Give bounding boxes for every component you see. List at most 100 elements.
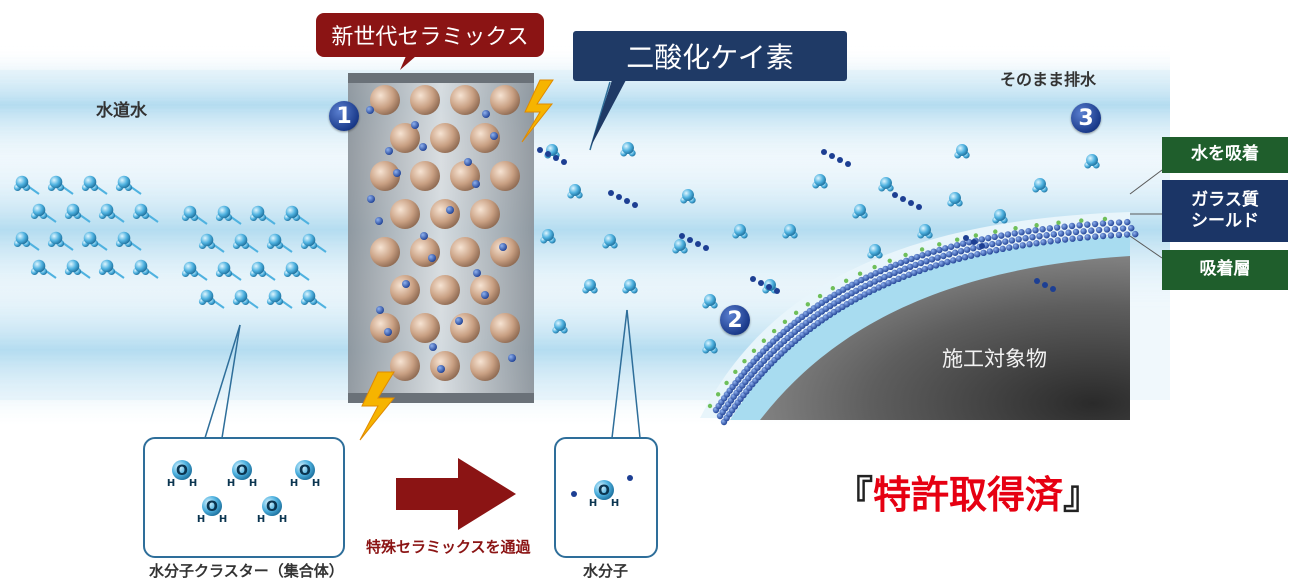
adsorbed-particle bbox=[793, 310, 799, 316]
silica-particle bbox=[376, 306, 384, 314]
shield-bead bbox=[880, 282, 887, 289]
oxygen-atom bbox=[83, 231, 97, 245]
oxygen-atom bbox=[32, 259, 46, 273]
shield-bead bbox=[1046, 225, 1054, 232]
silica-particle bbox=[687, 237, 693, 243]
adsorbed-particle bbox=[843, 278, 849, 283]
shield-bead bbox=[1084, 221, 1091, 228]
shield-bead bbox=[974, 251, 981, 258]
shield-bead bbox=[936, 246, 943, 254]
silica-particle bbox=[900, 196, 906, 202]
glass-shield-layer bbox=[707, 216, 1139, 426]
shield-bead bbox=[995, 239, 1002, 247]
shield-bead bbox=[947, 243, 955, 250]
shield-bead bbox=[1025, 227, 1032, 235]
pass-ceramics-caption: 特殊セラミックスを通過 bbox=[366, 538, 531, 556]
shield-bead bbox=[961, 253, 969, 261]
shield-bead bbox=[934, 254, 941, 261]
shield-bead bbox=[985, 234, 992, 242]
adsorbed-particle bbox=[887, 258, 892, 263]
shield-bead bbox=[1018, 229, 1025, 236]
step-1-badge: 1 bbox=[329, 101, 359, 131]
shield-bead bbox=[938, 260, 945, 267]
shield-bead bbox=[1054, 237, 1062, 244]
ceramic-bead bbox=[490, 313, 520, 343]
silica-particle bbox=[892, 192, 898, 198]
silica-particle bbox=[750, 276, 756, 282]
silica-particle bbox=[979, 243, 985, 249]
silicon-dioxide-callout: 二酸化ケイ素 bbox=[573, 31, 847, 81]
shield-bead bbox=[1107, 219, 1115, 227]
shield-bead bbox=[1061, 236, 1069, 243]
oxygen-atom bbox=[134, 259, 148, 273]
oxygen-atom bbox=[704, 294, 716, 306]
shield-bead bbox=[1033, 239, 1040, 247]
ceramic-bead bbox=[450, 237, 480, 267]
shield-bead bbox=[986, 248, 994, 255]
oxygen-atom bbox=[83, 175, 97, 189]
shield-bead bbox=[1026, 241, 1033, 248]
shield-bead bbox=[897, 259, 905, 266]
oxygen-atom bbox=[183, 205, 197, 219]
ceramic-bead bbox=[410, 313, 440, 343]
shield-bead bbox=[1091, 220, 1099, 228]
oxygen-atom bbox=[682, 189, 694, 201]
adsorbed-particle bbox=[830, 286, 836, 291]
ceramic-bead bbox=[450, 85, 480, 115]
shield-bead bbox=[951, 249, 959, 256]
oxygen-atom bbox=[569, 184, 581, 196]
shield-bead bbox=[1111, 225, 1119, 233]
shield-bead bbox=[1099, 220, 1107, 227]
shield-bead bbox=[1061, 223, 1068, 230]
shield-bead bbox=[1115, 219, 1123, 226]
silica-particle bbox=[446, 206, 454, 214]
shield-bead bbox=[921, 265, 929, 273]
tag-adsorb-water: 水を吸着 bbox=[1162, 137, 1288, 173]
ceramic-bead bbox=[390, 351, 420, 381]
shield-bead bbox=[872, 270, 879, 277]
oxygen-atom bbox=[183, 261, 197, 275]
shield-bead bbox=[905, 271, 913, 278]
silica-particle bbox=[632, 202, 638, 208]
silica-particle bbox=[829, 153, 835, 159]
shield-bead bbox=[1124, 218, 1131, 226]
lightning-icon bbox=[359, 79, 554, 441]
silica-particle bbox=[464, 158, 472, 166]
cluster-inset-box bbox=[143, 437, 345, 558]
silica-particle bbox=[837, 157, 843, 163]
shield-bead bbox=[862, 274, 870, 281]
adsorbed-particle bbox=[1102, 216, 1108, 222]
silica-particle bbox=[411, 121, 419, 129]
oxygen-atom bbox=[949, 192, 961, 204]
shield-bead bbox=[916, 267, 923, 275]
shield-bead bbox=[911, 269, 918, 277]
shield-bead bbox=[901, 265, 909, 272]
shield-bead bbox=[1002, 238, 1009, 245]
shield-bead bbox=[913, 253, 921, 261]
oxygen-atom bbox=[285, 261, 299, 275]
shield-bead bbox=[1047, 238, 1054, 245]
ceramic-bead bbox=[370, 237, 400, 267]
oxygen-atom bbox=[117, 175, 131, 189]
oxygen-atom bbox=[15, 175, 29, 189]
shield-bead bbox=[900, 273, 907, 280]
silica-particle bbox=[366, 106, 374, 114]
tag-connectors bbox=[1129, 169, 1163, 259]
silica-particle bbox=[490, 132, 498, 140]
adsorbed-particle bbox=[782, 319, 788, 324]
shield-bead bbox=[967, 252, 975, 259]
shield-bead bbox=[999, 245, 1006, 253]
silica-particle bbox=[375, 217, 383, 225]
silica-particle bbox=[766, 284, 772, 290]
shield-bead bbox=[1115, 231, 1123, 239]
oxygen-atom bbox=[268, 233, 282, 247]
free-water-molecules bbox=[537, 142, 1100, 354]
ceramic-bead bbox=[370, 313, 400, 343]
oxygen-atom bbox=[542, 229, 554, 241]
shield-bead bbox=[950, 257, 957, 264]
oxygen-atom bbox=[880, 177, 892, 189]
adsorbed-particle bbox=[937, 242, 942, 247]
adsorbed-particle bbox=[954, 237, 960, 242]
shield-bead bbox=[955, 255, 963, 262]
